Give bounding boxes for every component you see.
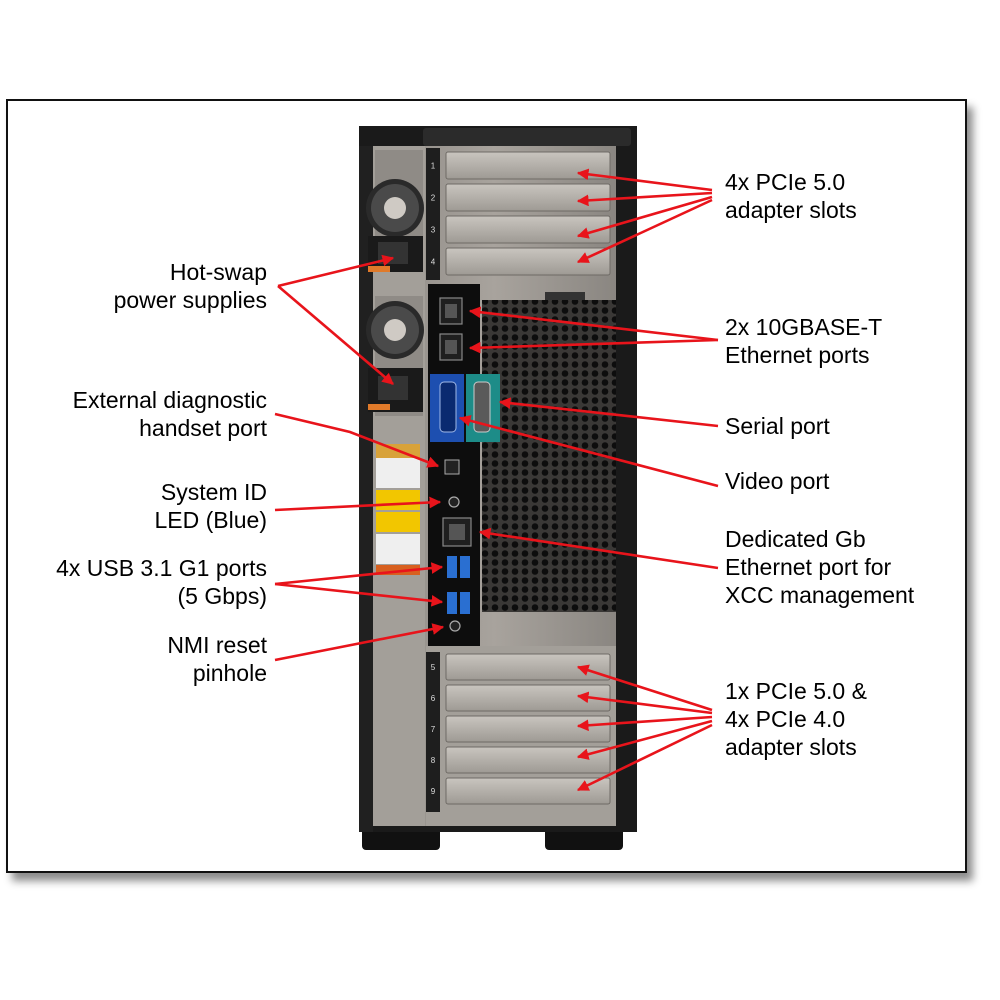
arrow-pcie-bottom-5: [576, 723, 713, 792]
warning-label-2: [376, 512, 420, 532]
xcc-ethernet-jack: [449, 524, 465, 540]
arrow-sysid: [274, 496, 442, 512]
bottom-pcie-slots: [445, 653, 611, 805]
label-video: Video port: [725, 468, 830, 494]
top-pcie-slots: [445, 151, 611, 276]
psu-label-2-info: [376, 534, 420, 564]
psu-label-1-info: [376, 458, 420, 488]
arrow-pcie-bottom-1: [576, 664, 713, 712]
pcie-slot-cover-5: [445, 653, 611, 681]
slot-number-6: 6: [431, 694, 436, 703]
slot-number-strip-bottom: [426, 652, 440, 812]
arrow-pcie-bottom-4: [576, 719, 713, 760]
arrow-serial: [498, 397, 719, 428]
pcie-slot-cover-7: [445, 715, 611, 743]
slot-number-9: 9: [431, 787, 436, 796]
top-slot-numbers: 1 2 3 4: [431, 162, 436, 267]
arrow-psu-2: [277, 285, 394, 385]
pcie-slot-cover-6: [445, 684, 611, 712]
pcie-slot-cover-2: [445, 183, 611, 212]
usb-port-2: [460, 556, 470, 578]
arrow-10g-1: [468, 306, 719, 342]
slot-number-4: 4: [431, 258, 436, 267]
arrow-usb-1: [274, 562, 444, 586]
pcie-slot-cover-3: [445, 215, 611, 244]
arrow-psu-1: [277, 254, 395, 288]
label-usb: 4x USB 3.1 G1 ports(5 Gbps): [56, 555, 267, 609]
pcie-slot-cover-4: [445, 247, 611, 276]
usb-port-4: [460, 592, 470, 614]
arrow-usb-2: [274, 582, 444, 607]
ethernet-port-1-jack: [445, 304, 457, 318]
slot-number-7: 7: [431, 725, 436, 734]
nmi-pinhole: [449, 620, 461, 632]
arrow-video: [458, 415, 719, 488]
arrow-pcie-top-2: [576, 191, 713, 207]
warning-label-1: [376, 490, 420, 510]
pcie-slot-cover-9: [445, 777, 611, 805]
usb-port-1: [447, 556, 457, 578]
vga-port: [439, 381, 457, 433]
label-serial: Serial port: [725, 413, 830, 439]
rear-vent: [482, 300, 616, 612]
slot-number-8: 8: [431, 756, 436, 765]
callout-arrows: [274, 168, 719, 792]
slot-number-strip-top: [426, 148, 440, 280]
ethernet-port-2-jack: [445, 340, 457, 354]
arrow-pcie-top-4: [576, 198, 713, 264]
top-handle: [423, 128, 631, 146]
arrow-diag: [274, 412, 440, 468]
slot-number-5: 5: [431, 663, 436, 672]
pcie-slot-cover-8: [445, 746, 611, 774]
arrow-xcc: [478, 527, 719, 570]
usb-port-3: [447, 592, 457, 614]
bottom-slot-numbers: 5 6 7 8 9: [431, 663, 436, 796]
arrow-pcie-top-3: [576, 195, 713, 239]
arrow-pcie-bottom-3: [576, 715, 713, 732]
pcie-slot-cover-1: [445, 151, 611, 180]
right-edge: [616, 146, 637, 832]
slot-number-2: 2: [431, 194, 436, 203]
arrow-10g-2: [468, 338, 719, 354]
arrow-pcie-top-1: [576, 168, 713, 192]
diagnostic-port: [444, 459, 460, 475]
arrow-pcie-bottom-2: [576, 691, 713, 715]
slot-number-3: 3: [431, 226, 436, 235]
power-supply-2: [366, 296, 424, 416]
arrow-nmi: [274, 623, 445, 662]
psu-label-2: [376, 565, 420, 575]
slot-number-1: 1: [431, 162, 436, 171]
serial-connector: [473, 381, 491, 433]
system-id-led: [448, 496, 460, 508]
vent-slot-handle: [545, 292, 585, 300]
